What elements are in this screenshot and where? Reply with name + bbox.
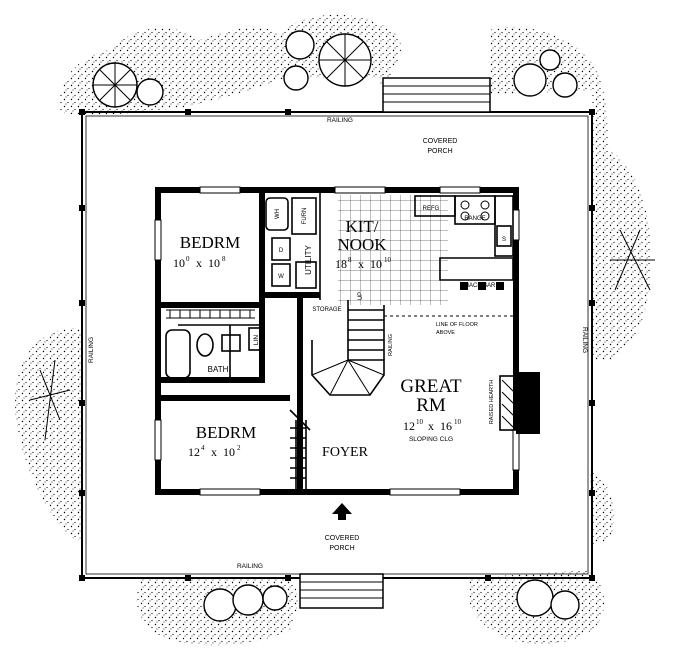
kit-name: KIT/ bbox=[345, 217, 378, 236]
range-label: RANGE bbox=[464, 216, 485, 222]
svg-text:4: 4 bbox=[201, 444, 205, 452]
stairs bbox=[289, 300, 385, 490]
great-size: 12 10 x 16 10 bbox=[403, 418, 462, 433]
windows bbox=[154, 186, 520, 496]
furn-label: FURN bbox=[302, 208, 308, 225]
svg-text:PORCH: PORCH bbox=[329, 545, 354, 552]
bath bbox=[165, 327, 262, 379]
svg-text:12: 12 bbox=[188, 445, 200, 459]
svg-text:8: 8 bbox=[348, 256, 352, 264]
svg-text:16: 16 bbox=[440, 419, 452, 433]
kitchen bbox=[338, 195, 514, 305]
svg-text:12: 12 bbox=[403, 419, 415, 433]
utility-fixtures bbox=[265, 197, 317, 289]
rm-name: RM bbox=[416, 395, 446, 416]
porch-bottom-label: COVERED PORCH bbox=[325, 535, 360, 552]
svg-text:x: x bbox=[358, 257, 364, 271]
svg-text:10: 10 bbox=[416, 418, 424, 426]
svg-text:PORCH: PORCH bbox=[427, 148, 452, 155]
storage-label: STORAGE bbox=[312, 307, 341, 313]
trees bbox=[29, 30, 655, 622]
svg-text:x: x bbox=[428, 419, 434, 433]
svg-text:10: 10 bbox=[208, 256, 220, 270]
utility-label: UTILITY bbox=[304, 244, 313, 274]
svg-text:10: 10 bbox=[370, 257, 382, 271]
dryer-label: D bbox=[279, 248, 284, 254]
snack-bar-label: SNACK BAR bbox=[461, 283, 496, 289]
railing-left: RAILING bbox=[88, 337, 95, 363]
closet bbox=[166, 309, 255, 319]
raised-hearth-label: RAISED HEARTH bbox=[489, 380, 495, 425]
line-floor-label-2: ABOVE bbox=[436, 330, 455, 336]
svg-text:10: 10 bbox=[454, 418, 462, 426]
bedrm1-name: BEDRM bbox=[180, 233, 240, 252]
railing-interior: RAILING bbox=[388, 334, 394, 356]
kit-size: 18 8 x 10 10 bbox=[335, 256, 392, 271]
svg-text:0: 0 bbox=[186, 255, 190, 263]
bedrm2-size: 12 4 x 10 2 bbox=[188, 444, 241, 459]
svg-text:x: x bbox=[196, 256, 202, 270]
line-floor-label-1: LINE OF FLOOR bbox=[436, 322, 478, 328]
washer-label: W bbox=[278, 274, 284, 280]
foyer-label: FOYER bbox=[322, 445, 369, 460]
svg-text:10: 10 bbox=[384, 256, 392, 264]
svg-text:2: 2 bbox=[237, 444, 241, 452]
up-label: UP bbox=[358, 292, 364, 300]
svg-text:10: 10 bbox=[173, 256, 185, 270]
svg-text:COVERED: COVERED bbox=[423, 138, 458, 145]
svg-text:10: 10 bbox=[223, 445, 235, 459]
sink-label: S bbox=[502, 237, 506, 243]
refg-label: REFG bbox=[423, 206, 440, 212]
nook-name: NOOK bbox=[337, 235, 387, 254]
bedrm1-size: 10 0 x 10 8 bbox=[173, 255, 226, 270]
bedrm2-name: BEDRM bbox=[196, 423, 256, 442]
svg-text:x: x bbox=[211, 445, 217, 459]
railing-bottom: RAILING bbox=[237, 563, 263, 570]
railing-right: RAILING bbox=[581, 327, 588, 353]
svg-text:18: 18 bbox=[335, 257, 347, 271]
svg-text:COVERED: COVERED bbox=[325, 535, 360, 542]
railing-top: RAILING bbox=[327, 117, 353, 124]
bath-label: BATH bbox=[208, 365, 229, 374]
entry-arrow bbox=[332, 503, 352, 520]
great-name: GREAT bbox=[400, 376, 462, 397]
svg-text:8: 8 bbox=[222, 255, 226, 263]
lin-label: LIN bbox=[253, 335, 260, 345]
wh-label: WH bbox=[275, 209, 281, 219]
porch-railing bbox=[79, 77, 595, 609]
fireplace bbox=[499, 372, 540, 434]
porch-top-label: COVERED PORCH bbox=[423, 138, 458, 155]
sloping-clg: SLOPING CLG bbox=[409, 436, 453, 443]
